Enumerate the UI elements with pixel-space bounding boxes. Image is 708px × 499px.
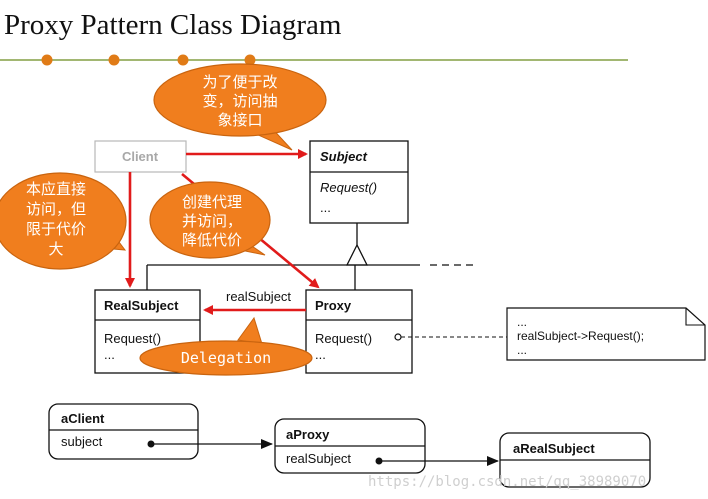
a-client-field: subject [61, 434, 103, 449]
proxy-operation: Request() [315, 331, 372, 346]
proxy-class-name: Proxy [315, 298, 352, 313]
callout-left-line-3: 限于代价 [26, 220, 86, 238]
title-bullet [41, 54, 53, 66]
delegation-label: Delegation [181, 349, 271, 367]
a-proxy-name: aProxy [286, 427, 330, 442]
proxy-more: ... [315, 347, 326, 362]
note-line-2: realSubject->Request(); [517, 329, 644, 343]
a-proxy-field: realSubject [286, 451, 351, 466]
callout-left: 本应直接 访问，但 限于代价 大 [0, 172, 127, 270]
proxy-class: Proxy Request() ... [305, 289, 413, 374]
callout-left-line-4: 大 [48, 240, 63, 258]
client-class: Client [94, 140, 187, 173]
object-a-real-subject: aRealSubject [499, 432, 651, 488]
object-a-proxy: aProxy realSubject [274, 418, 426, 474]
inheritance-connector [146, 223, 475, 290]
callout-middle-line-3: 降低代价 [182, 231, 242, 249]
note-box: ... realSubject->Request(); ... [506, 307, 706, 361]
real-subject-more: ... [104, 347, 115, 362]
page-title: Proxy Pattern Class Diagram [4, 9, 342, 41]
subject-class: Subject Request() ... [309, 140, 409, 224]
subject-more: ... [320, 200, 331, 215]
title-bullet [177, 54, 189, 66]
callout-middle: 创建代理 并访问， 降低代价 [149, 181, 271, 259]
real-subject-operation: Request() [104, 331, 161, 346]
real-subject-class-name: RealSubject [104, 298, 179, 313]
note-link [394, 333, 507, 341]
callout-top-line-1: 为了便于改 [202, 73, 277, 91]
subject-operation: Request() [320, 180, 377, 195]
callout-left-line-1: 本应直接 [26, 180, 86, 198]
a-client-name: aClient [61, 411, 105, 426]
callout-middle-line-2: 并访问， [182, 212, 242, 230]
client-class-name: Client [122, 149, 159, 164]
note-line-3: ... [517, 343, 527, 357]
title-bullet [108, 54, 120, 66]
callout-top-line-2: 变，访问抽 [202, 92, 277, 110]
callout-top: 为了便于改 变，访问抽 象接口 [153, 63, 327, 151]
title-bullet [244, 54, 256, 66]
callout-delegation: Delegation [139, 316, 313, 376]
watermark-text: https://blog.csdn.net/qq_38989070 [368, 474, 646, 490]
a-real-subject-name: aRealSubject [513, 441, 595, 456]
callout-left-line-2: 访问，但 [26, 200, 86, 218]
callout-middle-line-1: 创建代理 [182, 193, 242, 211]
callout-top-line-3: 象接口 [217, 111, 262, 129]
note-line-1: ... [517, 315, 527, 329]
object-a-client: aClient subject [48, 403, 199, 460]
association-label: realSubject [226, 289, 291, 304]
subject-class-name: Subject [320, 149, 368, 164]
